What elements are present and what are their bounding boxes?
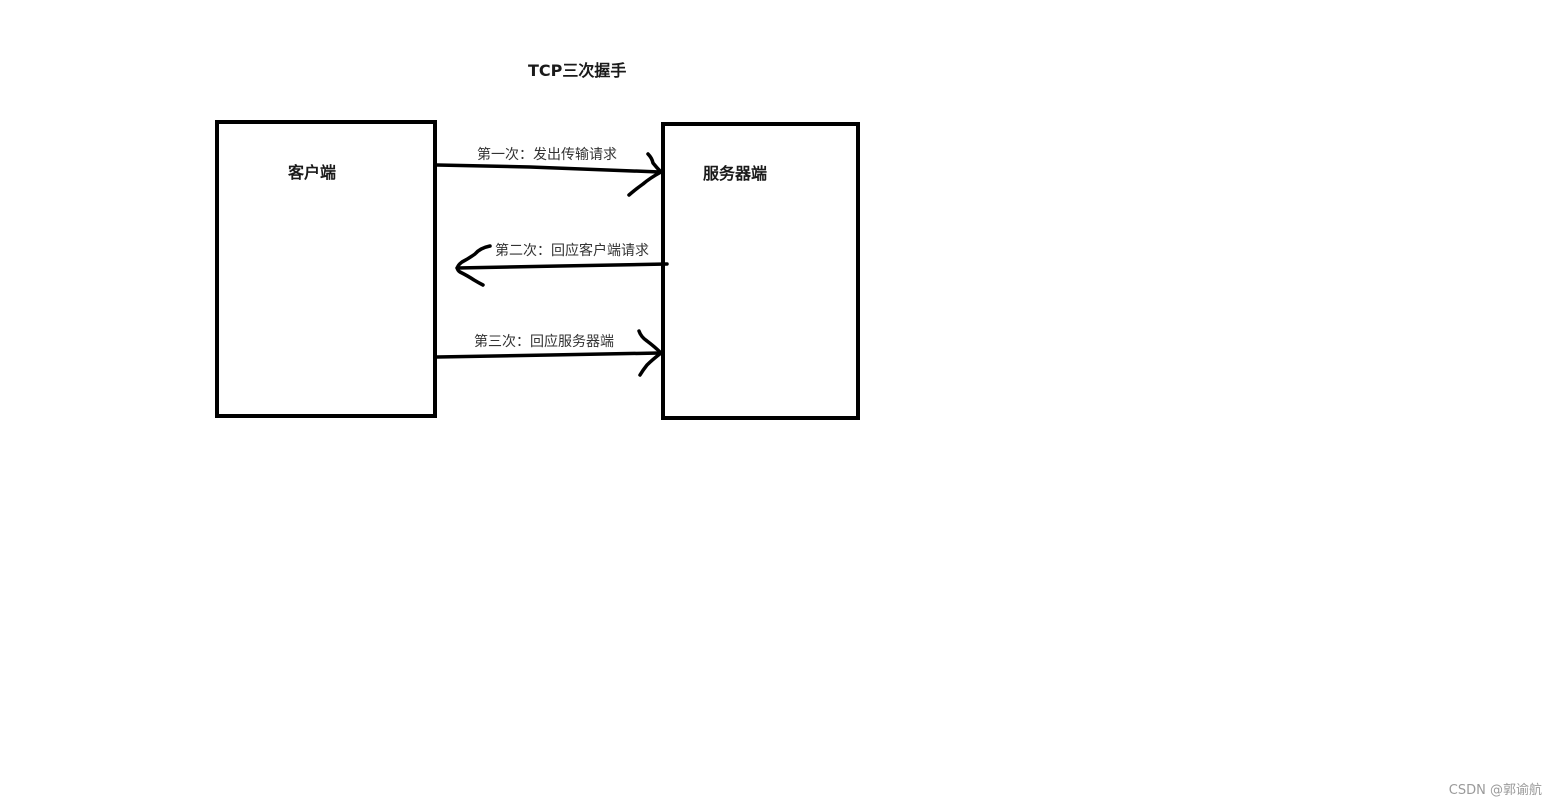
step3-arrow-head: [637, 329, 663, 377]
step3-label: 第三次：回应服务器端: [474, 334, 614, 350]
step3-arrow-shaft: [435, 351, 662, 359]
server-box: [661, 122, 860, 420]
step1-label: 第一次：发出传输请求: [477, 147, 617, 163]
step2-label: 第二次：回应客户端请求: [495, 243, 649, 259]
step2-arrow-head: [455, 244, 492, 287]
step1-arrow: [435, 152, 663, 197]
server-label: 服务器端: [703, 164, 768, 183]
step3-arrow: [435, 329, 663, 377]
step2-arrow: [455, 244, 669, 287]
client-label: 客户端: [288, 163, 337, 182]
step1-arrow-head: [627, 152, 663, 197]
diagram-title: TCP三次握手: [528, 61, 627, 80]
step1-arrow-shaft: [435, 163, 662, 174]
watermark: CSDN @郭谕航: [1448, 783, 1542, 798]
step2-arrow-shaft: [455, 262, 669, 270]
client-box: [215, 120, 437, 418]
